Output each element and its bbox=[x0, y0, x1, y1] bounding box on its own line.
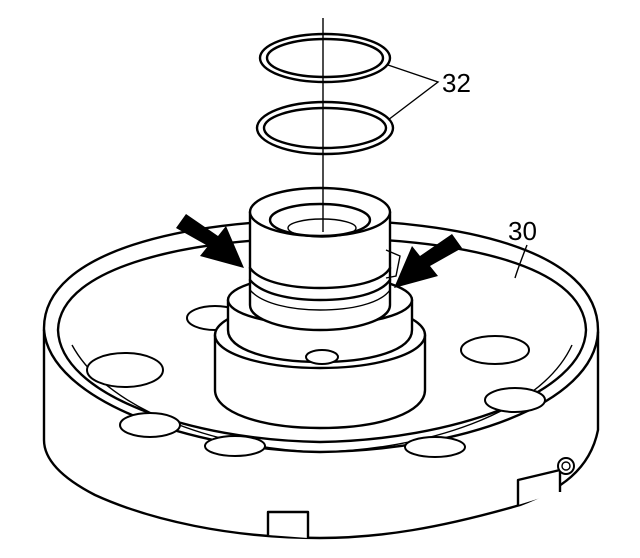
floor-hole bbox=[86, 352, 164, 388]
ring-clip bbox=[385, 249, 401, 279]
leader-line-30 bbox=[514, 244, 528, 279]
seal-ring-upper bbox=[258, 32, 392, 84]
floor-hole bbox=[484, 387, 546, 413]
arrow-icon bbox=[176, 214, 244, 268]
ring-groove bbox=[248, 266, 392, 290]
leader-line-32 bbox=[387, 64, 440, 121]
hub-sleeve bbox=[248, 210, 392, 332]
side-notch bbox=[516, 468, 562, 505]
ring-groove bbox=[248, 278, 392, 302]
floor-hole bbox=[204, 435, 266, 457]
floor-hole bbox=[460, 335, 530, 365]
callout-30: 30 bbox=[508, 216, 537, 246]
floor-hole bbox=[119, 412, 181, 438]
pointer-arrows bbox=[176, 214, 462, 288]
leader-lines bbox=[387, 64, 528, 279]
callout-32: 32 bbox=[442, 68, 471, 98]
central-hub bbox=[213, 186, 427, 430]
side-port-inner bbox=[561, 461, 571, 471]
arrow-icon bbox=[394, 234, 462, 288]
housing-top-edge bbox=[42, 328, 600, 454]
seal-rings bbox=[255, 32, 395, 156]
hub-oil-hole bbox=[305, 349, 339, 365]
bottom-notch bbox=[266, 510, 310, 538]
ring-groove bbox=[249, 289, 391, 311]
floor-hole bbox=[404, 436, 466, 458]
housing-inner-rim bbox=[56, 236, 588, 444]
hub-bore bbox=[268, 202, 372, 238]
side-port bbox=[557, 457, 575, 475]
seal-ring-lower-inner bbox=[262, 106, 388, 150]
hub-bore-inner bbox=[287, 218, 357, 238]
seal-ring-upper-inner bbox=[265, 37, 385, 79]
seal-ring-lower bbox=[255, 100, 395, 156]
